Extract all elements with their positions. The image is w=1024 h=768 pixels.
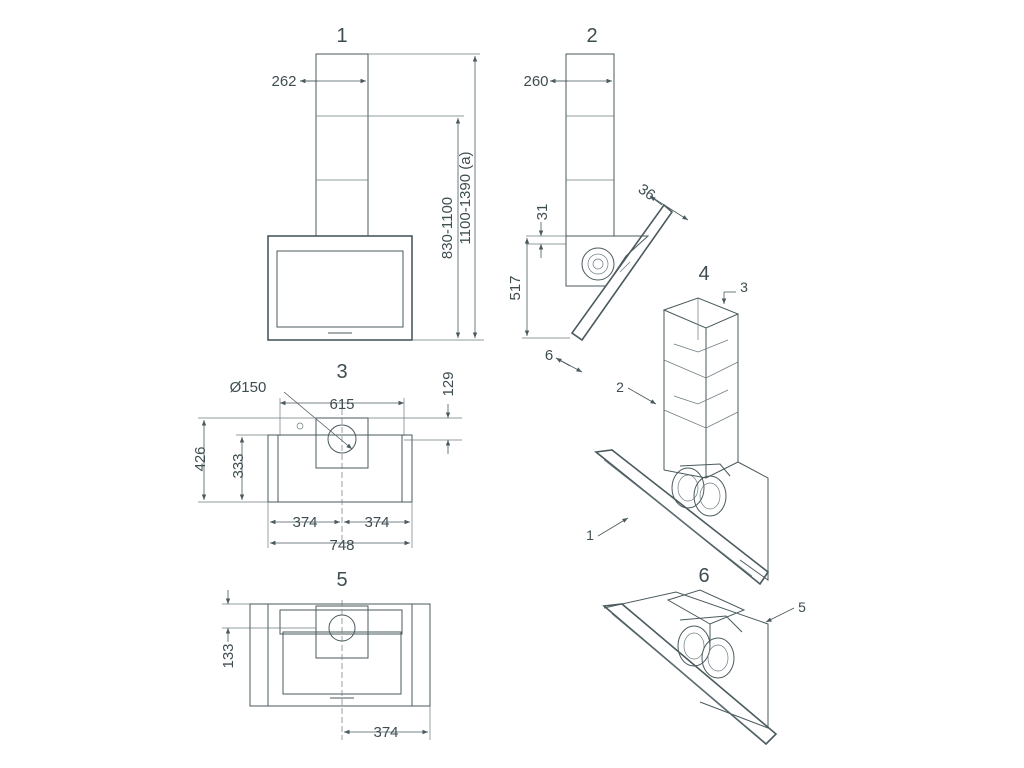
view-2-number: 2 (586, 25, 597, 47)
dim-517: 517 (507, 275, 524, 300)
dim-262: 262 (271, 73, 296, 90)
dim-333: 333 (230, 453, 247, 478)
dim-748: 748 (329, 537, 354, 554)
dim-615: 615 (329, 396, 354, 413)
glass-panel-iso (594, 449, 770, 586)
glass-panel-iso-2 (602, 603, 778, 746)
dim-374-bottom: 374 (373, 724, 398, 741)
dim-diameter-150: Ø150 (230, 379, 267, 396)
dim-31: 31 (534, 204, 551, 221)
view-2-side: 2 260 31 517 36 6 (507, 25, 689, 373)
view-5-bottom: 5 133 374 (220, 569, 431, 741)
glass-panel-side (570, 203, 674, 342)
dim-426: 426 (192, 446, 209, 471)
callout-2-duct-section: 2 (616, 379, 624, 395)
callout-5-filter-unit: 5 (798, 599, 806, 615)
view-6-isometric: 6 5 (602, 565, 806, 746)
view-1-number: 1 (336, 25, 347, 47)
dim-129: 129 (440, 371, 457, 396)
hood-front-panel (267, 235, 413, 341)
dim-6: 6 (545, 347, 553, 364)
dim-374-right: 374 (364, 514, 389, 531)
callout-1-hood-body: 1 (586, 527, 594, 543)
dim-36: 36 (635, 181, 658, 204)
fan-side (581, 247, 615, 281)
view-5-number: 5 (336, 569, 347, 591)
view-3-number: 3 (336, 361, 347, 383)
dim-830-1100: 830-1100 (439, 197, 456, 259)
view-4-isometric: 4 3 2 1 (586, 263, 770, 586)
outlet-circle (327, 424, 357, 454)
view-1-front: 1 262 830-1100 1100-1390 (a) (267, 25, 484, 341)
dim-1100-1390: 1100-1390 (a) (457, 151, 474, 244)
view-3-top: 3 Ø150 615 129 426 333 (192, 361, 462, 554)
hood-bottom-outline (249, 603, 431, 707)
view-6-number: 6 (698, 565, 709, 587)
view-4-number: 4 (698, 263, 709, 285)
dim-260: 260 (523, 73, 548, 90)
callout-3-chimney-cover: 3 (740, 279, 748, 295)
dim-133: 133 (220, 643, 237, 668)
dim-374-left: 374 (292, 514, 317, 531)
